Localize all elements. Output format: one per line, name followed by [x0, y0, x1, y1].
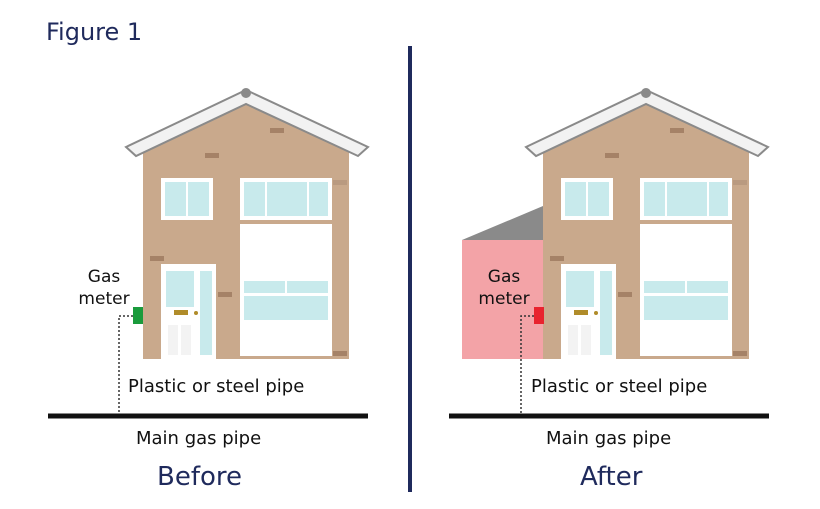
before-gas-meter	[133, 307, 143, 324]
after-caption: After	[580, 462, 643, 492]
before-brick	[270, 128, 284, 133]
before-brick	[333, 351, 347, 356]
after-letterbox	[574, 310, 588, 315]
after-extension-roof	[462, 206, 543, 240]
before-caption: Before	[157, 462, 243, 492]
before-house	[48, 88, 370, 419]
before-brick	[205, 153, 219, 158]
after-house	[449, 88, 770, 419]
after-gas-meter	[534, 307, 544, 324]
before-brick	[150, 256, 164, 261]
before-brick	[218, 292, 232, 297]
figure-title: Figure 1	[46, 18, 143, 46]
before-letterbox	[174, 310, 188, 315]
before-brick	[333, 180, 347, 185]
after-gable	[543, 96, 749, 146]
before-pipe-label: Plastic or steel pipe	[128, 376, 305, 397]
after-extension	[462, 240, 544, 359]
before-gas-meter-label: Gas meter	[78, 267, 130, 309]
after-service-pipe	[520, 315, 534, 414]
after-roof-cap	[641, 88, 651, 98]
after-main-label: Main gas pipe	[546, 428, 672, 449]
after-gas-meter-label: Gas meter	[478, 267, 530, 309]
before-main-label: Main gas pipe	[136, 428, 262, 449]
before-service-pipe	[118, 315, 133, 414]
after-pipe-label: Plastic or steel pipe	[531, 376, 708, 397]
before-roof-cap	[241, 88, 251, 98]
before-gable	[143, 96, 349, 146]
